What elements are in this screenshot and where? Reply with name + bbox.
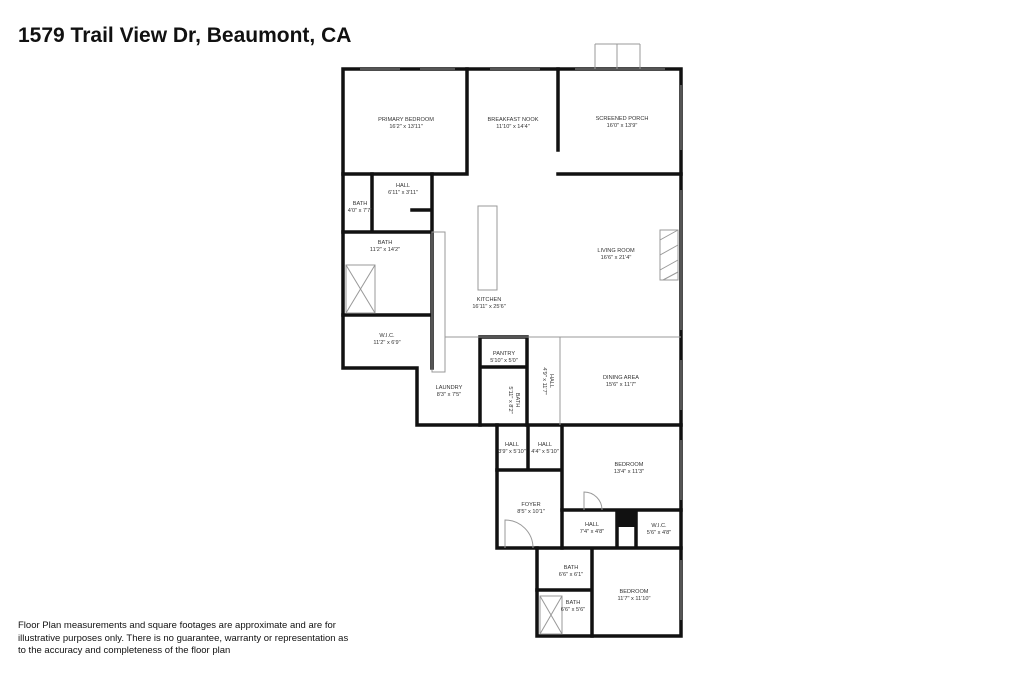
room-label: W.I.C.5'6" x 4'8" [646,523,672,536]
door [583,491,603,511]
door [504,519,534,549]
column [618,510,636,527]
kitchen-island [477,205,498,291]
interior-wall [556,67,683,176]
shower [345,264,376,314]
fireplace [659,229,679,281]
door [594,43,641,69]
page-title: 1579 Trail View Dr, Beaumont, CA [18,24,352,47]
disclaimer: Floor Plan measurements and square foota… [18,620,349,656]
shower [539,595,563,635]
interior-wall [341,67,469,176]
interior-wall [495,423,683,550]
room-label: W.I.C.11'2" x 6'9" [373,333,401,346]
cabinets [431,231,446,373]
